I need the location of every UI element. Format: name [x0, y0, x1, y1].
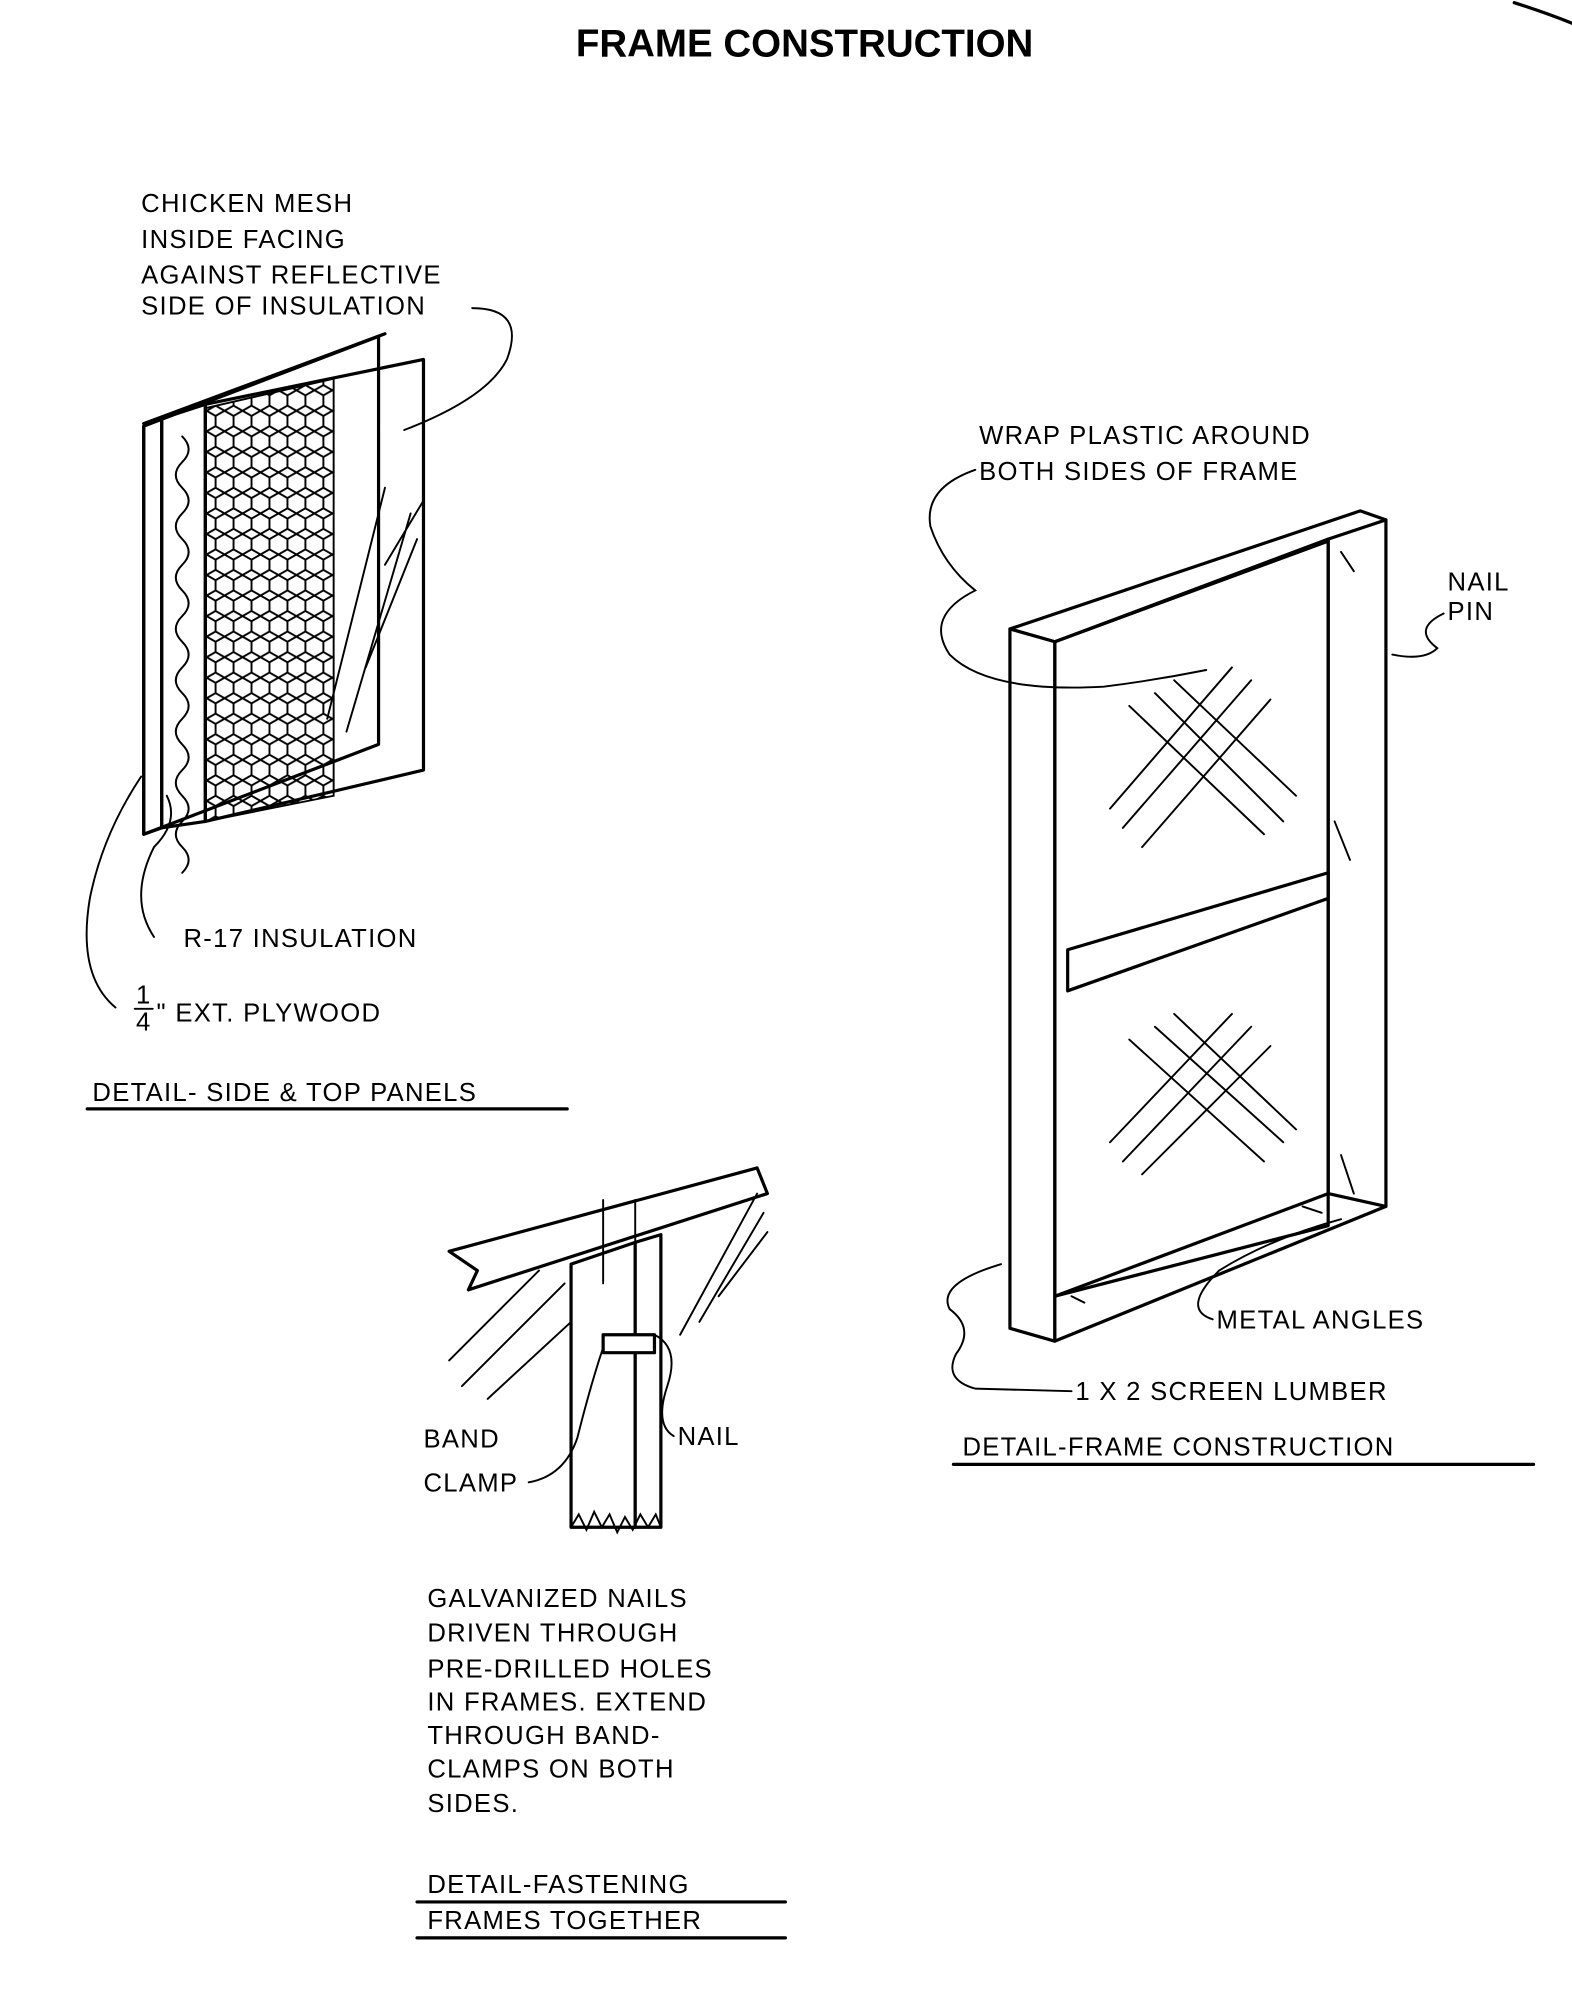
fastening-note: GALVANIZED NAILS DRIVEN THROUGH PRE-DRIL…: [427, 1585, 713, 1818]
svg-text:INSIDE FACING: INSIDE FACING: [141, 226, 346, 254]
svg-text:PIN: PIN: [1448, 598, 1495, 626]
svg-text:SIDE OF INSULATION: SIDE OF INSULATION: [141, 293, 426, 321]
svg-text:CHICKEN MESH: CHICKEN MESH: [141, 190, 353, 218]
svg-text:SIDES.: SIDES.: [427, 1790, 519, 1818]
panel-detail-drawing: [142, 332, 426, 874]
fastening-detail-drawing: [447, 1166, 769, 1535]
svg-text:WRAP PLASTIC AROUND: WRAP PLASTIC AROUND: [979, 422, 1311, 450]
metal-angles-label: METAL ANGLES: [1217, 1306, 1425, 1334]
wrap-label: WRAP PLASTIC AROUND BOTH SIDES OF FRAME: [928, 422, 1311, 689]
nail-pin-label: NAIL PIN: [1391, 568, 1510, 658]
frame-detail-caption: DETAIL-FRAME CONSTRUCTION: [962, 1433, 1394, 1461]
svg-text:BOTH SIDES OF FRAME: BOTH SIDES OF FRAME: [979, 458, 1298, 486]
corner-mark: [1512, 1, 1572, 25]
band-clamp-label: BAND CLAMP: [423, 1346, 605, 1497]
svg-text:1: 1: [136, 982, 152, 1010]
frame-detail-drawing: [1008, 509, 1388, 1343]
svg-text:BAND: BAND: [423, 1426, 499, 1454]
page-title: FRAME CONSTRUCTION: [576, 23, 1034, 66]
mesh-label: CHICKEN MESH INSIDE FACING AGAINST REFLE…: [141, 190, 513, 431]
svg-text:4: 4: [136, 1009, 152, 1037]
svg-text:DRIVEN THROUGH: DRIVEN THROUGH: [427, 1619, 678, 1647]
nail-leader: [653, 1333, 675, 1438]
svg-text:CLAMPS ON BOTH: CLAMPS ON BOTH: [427, 1755, 674, 1783]
svg-text:DETAIL-FASTENING: DETAIL-FASTENING: [427, 1871, 689, 1899]
svg-text:PRE-DRILLED HOLES: PRE-DRILLED HOLES: [427, 1655, 713, 1683]
lumber-leader: [946, 1263, 1073, 1393]
nail-label: NAIL: [678, 1423, 740, 1451]
svg-text:AGAINST REFLECTIVE: AGAINST REFLECTIVE: [141, 262, 442, 290]
metal-angles-leader: [1197, 1218, 1342, 1321]
fastening-detail-caption: DETAIL-FASTENING FRAMES TOGETHER: [415, 1871, 787, 1940]
svg-text:GALVANIZED NAILS: GALVANIZED NAILS: [427, 1585, 688, 1613]
svg-text:FRAMES TOGETHER: FRAMES TOGETHER: [427, 1907, 702, 1935]
plywood-label: 1 4 " EXT. PLYWOOD: [133, 982, 382, 1037]
svg-text:THROUGH BAND-: THROUGH BAND-: [427, 1722, 660, 1750]
svg-text:CLAMP: CLAMP: [423, 1469, 518, 1497]
lumber-label: 1 X 2 SCREEN LUMBER: [1075, 1378, 1387, 1406]
insulation-label: R-17 INSULATION: [184, 925, 418, 953]
insulation-leader: [140, 794, 172, 938]
panel-detail-caption: DETAIL- SIDE & TOP PANELS: [92, 1079, 477, 1107]
chicken-mesh: [204, 377, 335, 823]
svg-text:IN FRAMES. EXTEND: IN FRAMES. EXTEND: [427, 1689, 707, 1717]
plywood-leader: [85, 775, 143, 1009]
svg-text:NAIL: NAIL: [1448, 568, 1510, 596]
svg-text:" EXT. PLYWOOD: " EXT. PLYWOOD: [157, 1000, 382, 1028]
